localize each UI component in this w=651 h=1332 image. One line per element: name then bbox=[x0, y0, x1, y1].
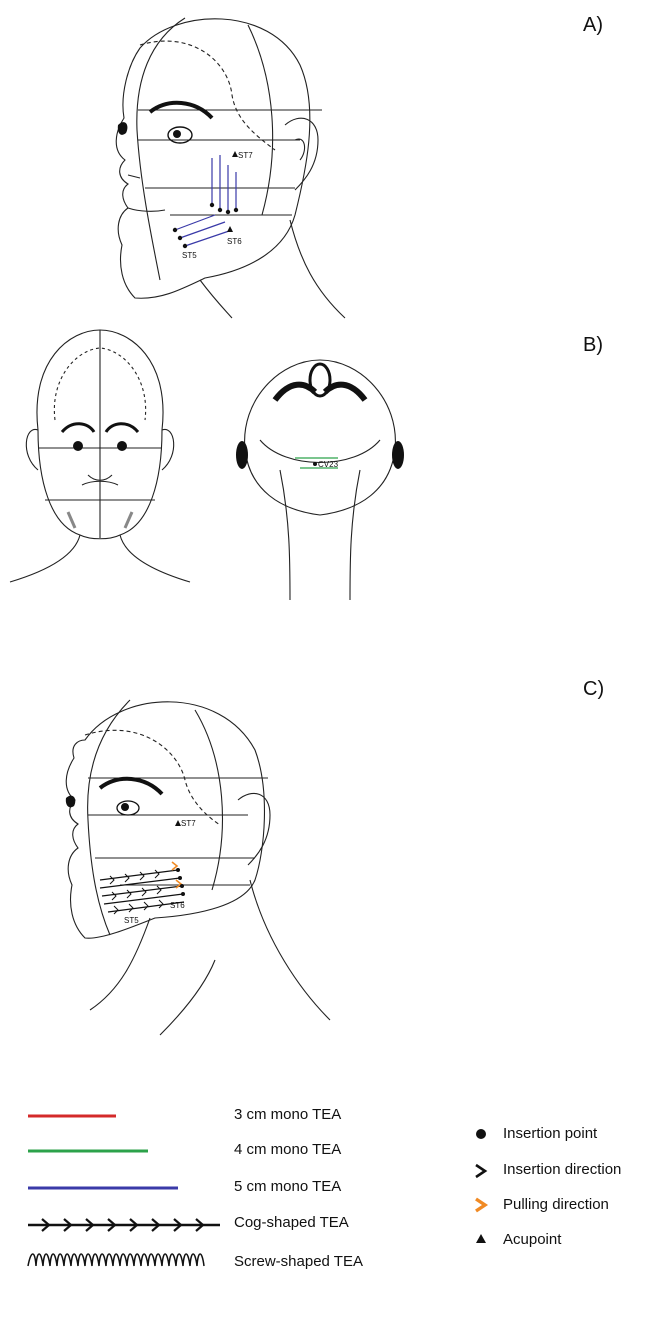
point-label-st7-c: ST7 bbox=[181, 819, 196, 828]
legend-label-pulling-direction: Pulling direction bbox=[503, 1196, 609, 1213]
legend-label-screw: Screw-shaped TEA bbox=[234, 1253, 363, 1270]
legend-symbol-icons bbox=[468, 1100, 498, 1332]
legend-label-5cm: 5 cm mono TEA bbox=[234, 1178, 341, 1195]
legend-cog-sample bbox=[28, 1219, 220, 1231]
point-label-st7: ST7 bbox=[238, 151, 253, 160]
chevron-right-icon bbox=[476, 1165, 485, 1177]
face-diagram-cog-screw: ST7 ST6 ST5 bbox=[0, 640, 420, 1060]
dot-icon bbox=[476, 1129, 486, 1139]
point-label-st6-c: ST6 bbox=[170, 901, 185, 910]
panel-a: A) bbox=[0, 0, 651, 320]
legend-label-acupoint: Acupoint bbox=[503, 1231, 561, 1248]
face-diagram-frontal bbox=[0, 320, 200, 620]
panel-label-c: C) bbox=[583, 678, 604, 701]
point-label-cv23: CV23 bbox=[318, 460, 339, 469]
legend-label-4cm: 4 cm mono TEA bbox=[234, 1141, 341, 1158]
panel-b: B) bbox=[0, 320, 651, 640]
point-label-st6: ST6 bbox=[227, 237, 242, 246]
panel-label-b: B) bbox=[583, 334, 603, 357]
legend-line-samples bbox=[0, 1100, 230, 1332]
orange-chevron-icon bbox=[476, 1199, 485, 1211]
triangle-icon bbox=[476, 1234, 486, 1243]
legend-label-insertion-direction: Insertion direction bbox=[503, 1161, 621, 1178]
legend-label-3cm: 3 cm mono TEA bbox=[234, 1106, 341, 1123]
legend: 3 cm mono TEA 4 cm mono TEA 5 cm mono TE… bbox=[0, 1100, 651, 1332]
point-label-st5: ST5 bbox=[182, 251, 197, 260]
panel-c: C) bbox=[0, 640, 651, 1060]
face-diagram-submental: CV23 bbox=[220, 320, 420, 620]
point-label-st5-c: ST5 bbox=[124, 916, 139, 925]
legend-screw-sample bbox=[28, 1254, 204, 1266]
panel-label-a: A) bbox=[583, 14, 603, 37]
legend-label-cog: Cog-shaped TEA bbox=[234, 1214, 349, 1231]
legend-label-insertion-point: Insertion point bbox=[503, 1125, 597, 1142]
face-diagram-lateral: ST7 ST6 ST5 bbox=[0, 0, 420, 320]
